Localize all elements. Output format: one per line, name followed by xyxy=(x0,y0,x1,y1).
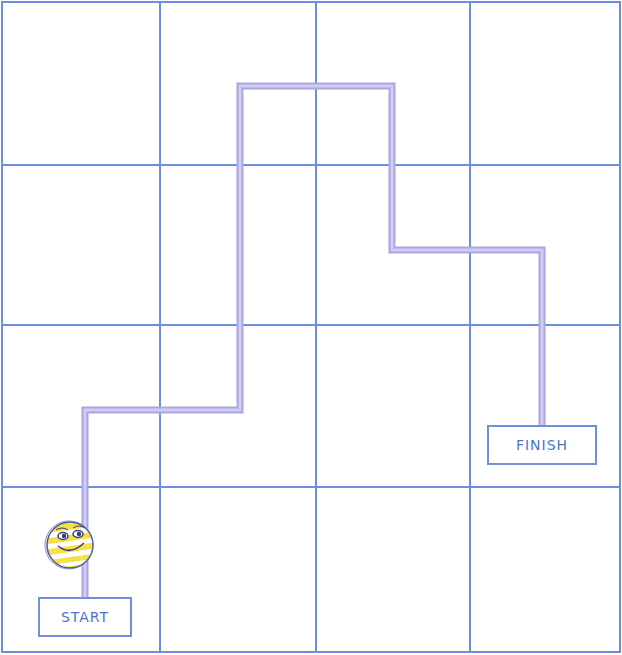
grid-line xyxy=(2,486,620,488)
bee-outline xyxy=(45,521,93,569)
grid-line xyxy=(159,2,161,652)
grid-line xyxy=(315,2,317,652)
label-box: START xyxy=(38,597,132,637)
label-box: FINISH xyxy=(487,425,597,465)
box-label: FINISH xyxy=(516,437,568,453)
grid-line xyxy=(2,164,620,166)
grid-line xyxy=(469,2,471,652)
bee-face xyxy=(56,526,85,550)
path-core xyxy=(85,86,542,597)
box-label: START xyxy=(61,609,109,625)
path-edge xyxy=(85,86,542,597)
grid-line xyxy=(2,324,620,326)
bee-outline xyxy=(47,522,93,568)
maze-path xyxy=(85,86,542,597)
